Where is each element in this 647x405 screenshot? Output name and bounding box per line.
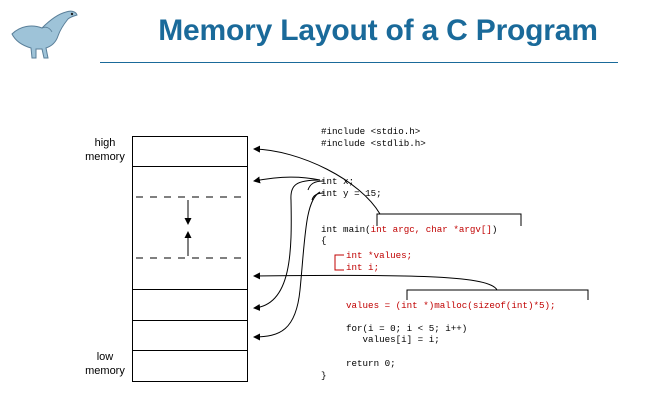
high-label-line-2: memory	[85, 151, 125, 163]
for-body-line: values[i] = i;	[346, 334, 440, 345]
include-stdio-line: #include <stdio.h>	[321, 126, 421, 137]
main-args: int argc, char *argv[]	[370, 224, 492, 235]
int-x-bracket	[307, 180, 325, 191]
main-prefix: int main(	[321, 224, 371, 235]
values-assign-lhs: values =	[346, 300, 396, 311]
main-suffix: )	[491, 224, 498, 235]
int-y-line: int y = 15;	[321, 188, 382, 199]
int-y-bracket	[311, 192, 325, 201]
low-label-line-1: low	[96, 351, 114, 363]
args-arrow	[253, 145, 381, 215]
include-stdlib-line: #include <stdlib.h>	[321, 138, 426, 149]
dinosaur-logo-icon	[6, 4, 86, 67]
low-memory-label: low memory	[70, 350, 140, 378]
for-line: for(i = 0; i < 5; i++)	[346, 323, 468, 334]
main-signature-line: int main(int argc, char *argv[])	[321, 224, 497, 235]
values-assign-line: values = (int *)malloc(sizeof(int)*5);	[346, 300, 556, 311]
int-y-arrow	[253, 191, 321, 341]
high-memory-label: high memory	[70, 136, 140, 164]
memory-block	[132, 136, 248, 382]
return-line: return 0;	[346, 358, 396, 369]
malloc-call: (int *)malloc(sizeof(int)*5);	[395, 300, 556, 311]
values-decl-line: int *values;	[346, 250, 413, 261]
malloc-bracket	[406, 289, 589, 300]
open-brace: {	[321, 235, 327, 246]
title-divider	[100, 62, 618, 63]
segment-divider-heap	[132, 289, 248, 290]
locals-stack-arrow	[253, 176, 321, 184]
main-args-bracket	[376, 213, 522, 226]
segment-divider-text	[132, 350, 248, 351]
segment-divider-bss	[132, 320, 248, 321]
slide-title: Memory Layout of a C Program	[158, 14, 598, 47]
int-x-arrow	[253, 179, 321, 312]
segment-divider-data	[132, 166, 248, 167]
low-label-line-2: memory	[85, 365, 125, 377]
close-brace: }	[321, 370, 327, 381]
locals-bracket	[334, 254, 344, 271]
malloc-arrow	[253, 272, 498, 291]
i-decl-line: int i;	[346, 262, 380, 273]
high-label-line-1: high	[94, 137, 116, 149]
